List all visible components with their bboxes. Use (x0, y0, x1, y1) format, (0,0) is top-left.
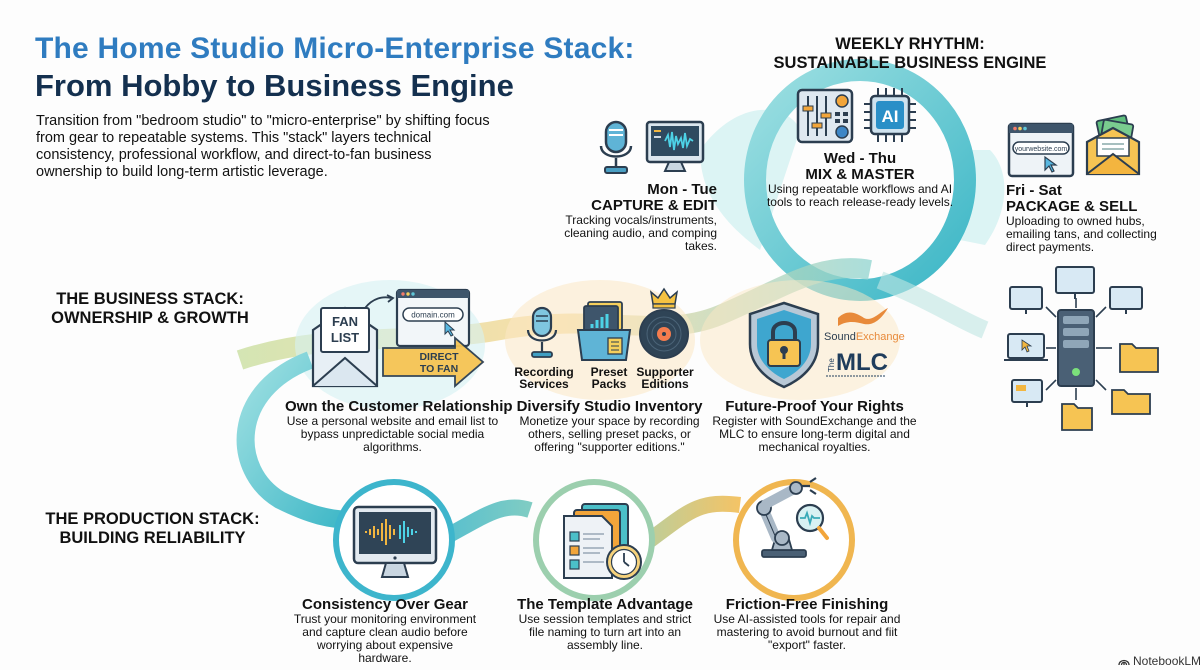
robot-arm-inspection-icon (756, 477, 829, 558)
business-stack-title-line1: THE BUSINESS STACK: (56, 290, 244, 308)
production-stack-title-line2: BUILDING RELIABILITY (59, 529, 246, 547)
arrow-label-line2: TO FAN (420, 363, 458, 375)
service-label-line1: Supporter (636, 365, 694, 379)
production-stack-title: THE PRODUCTION STACK: BUILDING RELIABILI… (30, 510, 275, 548)
server-network-icon (1004, 266, 1159, 431)
card-future-proof-your-rights: Future-Proof Your Rights Register with S… (712, 398, 917, 454)
magnifier-pulse-icon (795, 503, 829, 540)
service-label-line2: Services (519, 377, 569, 391)
weekly-day-mon-tue: Mon - Tue CAPTURE & EDIT Tracking vocals… (555, 182, 717, 253)
card-description: Use AI-assisted tools for repair and mas… (713, 612, 901, 652)
microphone-icon (599, 120, 633, 174)
page-title-line1: The Home Studio Micro-Enterprise Stack: (35, 32, 635, 65)
service-label-line2: Packs (591, 377, 627, 391)
day-description: Uploading to owned hubs, emailing tans, … (1006, 214, 1157, 254)
day-range: Mon - Tue (647, 181, 717, 198)
day-description: Tracking vocals/instruments, cleaning au… (564, 213, 717, 253)
studio-monitor-waveform-icon (352, 505, 438, 578)
card-diversify-studio-inventory: Diversify Studio Inventory Monetize your… (507, 398, 712, 454)
service-label-line1: Recording (514, 365, 574, 379)
card-title: Own the Customer Relationship (285, 398, 513, 415)
card-own-customer-relationship: Own the Customer Relationship Use a pers… (285, 398, 513, 454)
clock-icon (606, 544, 642, 580)
direct-to-fan-arrow: DIRECT TO FAN (382, 336, 485, 388)
domain-label: domain.com (411, 311, 455, 320)
service-label-line1: Preset (590, 365, 628, 379)
envelope-money-icon (1085, 114, 1141, 176)
soundexchange-logo-text: SoundExchange (824, 331, 905, 343)
mlc-logo-text: MLC (836, 349, 888, 376)
card-title: Consistency Over Gear (302, 596, 468, 613)
weekly-day-fri-sat: Fri - Sat PACKAGE & SELL Uploading to ow… (1006, 183, 1176, 254)
card-description: Monetize your space by recording others,… (519, 414, 700, 454)
weekly-rhythm-title-line2: SUSTAINABLE BUSINESS ENGINE (773, 54, 1047, 72)
mlc-logo-prefix: The (827, 358, 836, 372)
card-consistency-over-gear: Consistency Over Gear Trust your monitor… (290, 596, 480, 665)
weekly-rhythm-title: WEEKLY RHYTHM: SUSTAINABLE BUSINESS ENGI… (750, 35, 1070, 73)
day-description: Using repeatable workflows and AI tools … (766, 182, 954, 209)
weekly-day-wed-thu: Wed - Thu MIX & MASTER Using repeatable … (760, 151, 960, 209)
card-title: Friction-Free Finishing (725, 596, 889, 613)
mixer-icon (796, 88, 854, 144)
service-label-line2: Editions (641, 377, 689, 391)
recording-services-microphone-icon (526, 306, 558, 358)
monitor-waveform-icon (645, 120, 705, 172)
weekly-loop-ring (700, 59, 1005, 301)
service-label-supporter: Supporter Editions (632, 366, 698, 390)
day-phase: PACKAGE & SELL (1006, 198, 1138, 215)
notebooklm-logo-icon (1118, 659, 1130, 666)
production-stack-title-line1: THE PRODUCTION STACK: (45, 510, 260, 528)
day-range: Wed - Thu (823, 150, 897, 167)
shield-lock-icon (748, 301, 820, 389)
arrow-label-line1: DIRECT (419, 351, 459, 363)
card-description: Register with SoundExchange and the MLC … (712, 414, 917, 454)
card-the-template-advantage: The Template Advantage Use session templ… (510, 596, 700, 652)
card-description: Trust your monitoring environment and ca… (293, 612, 477, 665)
browser-website-icon: yourwebsite.com (1007, 122, 1075, 178)
business-stack-title-line2: OWNERSHIP & GROWTH (51, 309, 249, 327)
card-description: Use session templates and strict file na… (518, 612, 692, 652)
ai-chip-icon: AI (864, 88, 916, 142)
day-range: Fri - Sat (1006, 182, 1062, 199)
supporter-editions-vinyl-icon (639, 287, 689, 359)
page-title-line2: From Hobby to Business Engine (35, 68, 514, 103)
card-title: Diversify Studio Inventory (516, 398, 703, 415)
intro-paragraph: Transition from "bedroom studio" to "mic… (36, 113, 490, 180)
ai-chip-label: AI (882, 107, 899, 126)
fan-list-envelope-icon: FAN LIST (311, 306, 379, 388)
service-label-recording: Recording Services (512, 366, 576, 390)
soundexchange-logo-icon (838, 308, 888, 326)
session-template-documents-icon (563, 503, 642, 580)
card-title: Future-Proof Your Rights (725, 398, 904, 415)
envelope-label-line2: LIST (331, 330, 359, 345)
day-phase: CAPTURE & EDIT (591, 197, 717, 214)
preset-packs-box-icon (576, 301, 632, 361)
rights-org-logos: SoundExchange The MLC (824, 308, 905, 377)
weekly-rhythm-title-line1: WEEKLY RHYTHM: (835, 35, 985, 53)
brand-label: NotebookLM (1133, 654, 1200, 668)
domain-browser-icon: domain.com (395, 288, 471, 348)
day-phase: MIX & MASTER (805, 166, 915, 183)
business-stack-title: THE BUSINESS STACK: OWNERSHIP & GROWTH (30, 290, 270, 328)
notebooklm-watermark: NotebookLM (1118, 654, 1200, 668)
card-friction-free-finishing: Friction-Free Finishing Use AI-assisted … (712, 596, 902, 652)
service-label-preset: Preset Packs (582, 366, 636, 390)
envelope-label-line1: FAN (332, 314, 358, 329)
card-description: Use a personal website and email list to… (286, 414, 499, 454)
card-title: The Template Advantage (517, 596, 693, 613)
cycle-arrow-icon (364, 296, 392, 309)
website-url-label: yourwebsite.com (1015, 146, 1068, 153)
direct-to-fan-illustration: FAN LIST domain.com DIRECT TO FAN (311, 288, 485, 388)
